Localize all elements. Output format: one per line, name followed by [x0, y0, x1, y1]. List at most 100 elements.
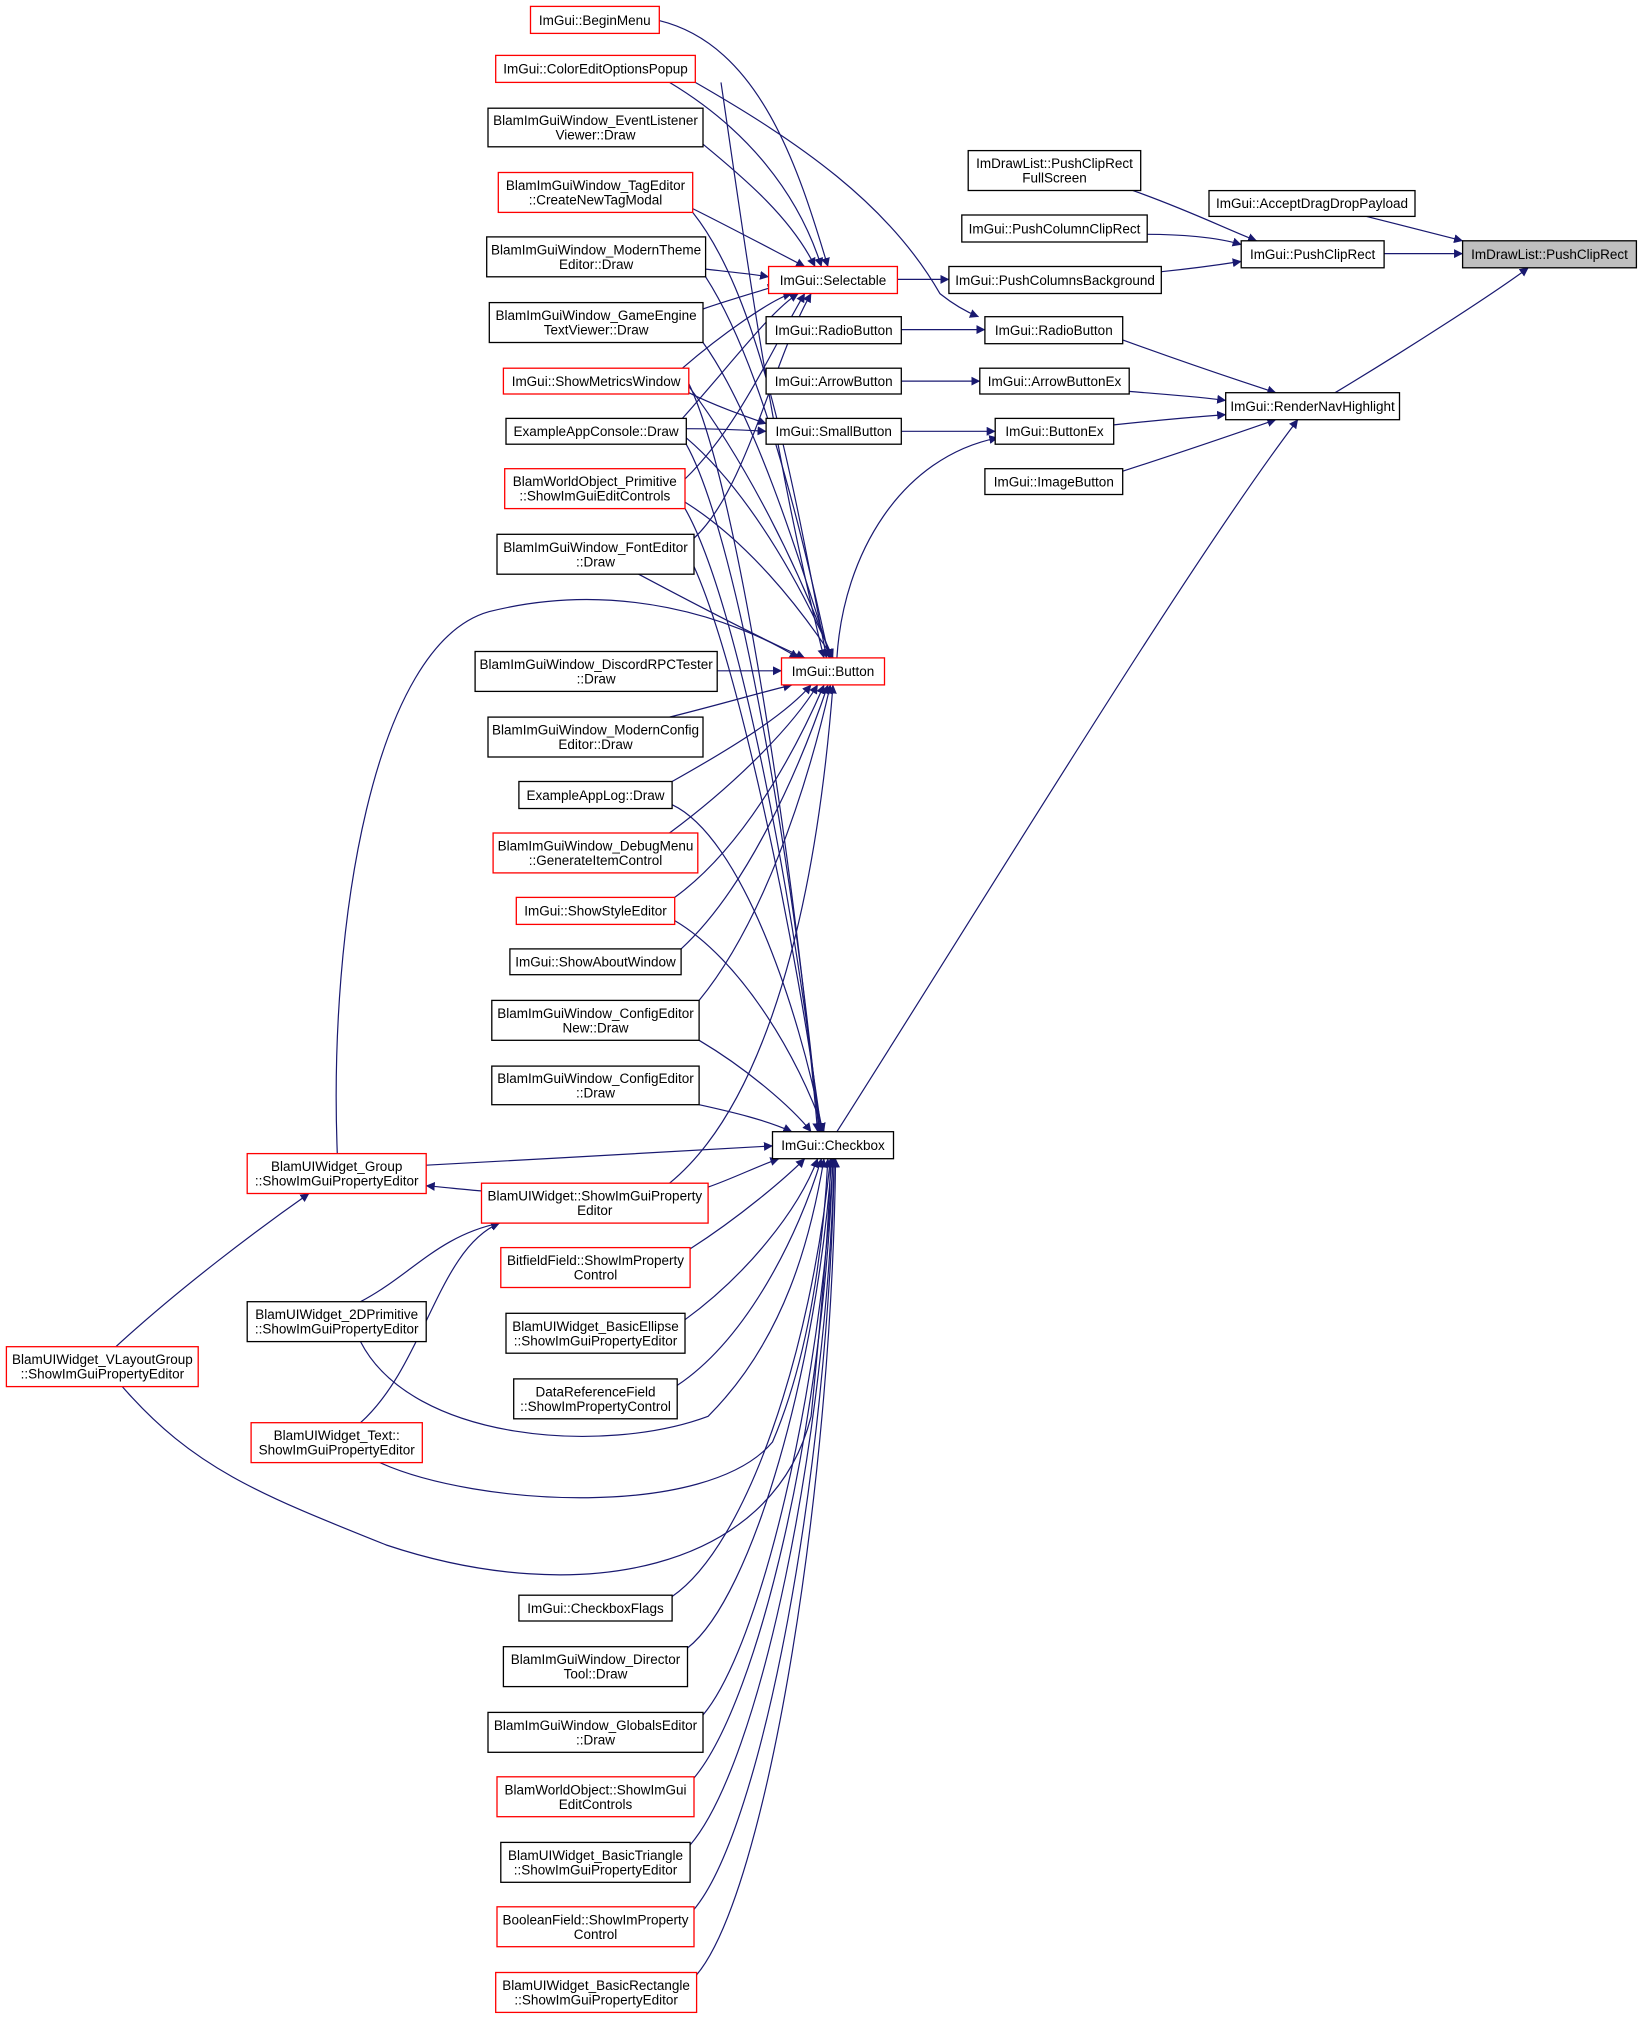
- node-box: [1225, 392, 1401, 421]
- node-box: [474, 650, 718, 693]
- edge-checkbox-to-renderhighlight: [836, 419, 1299, 1133]
- node-tageditor[interactable]: BlamImGuiWindow_TagEditor::CreateNewTagM…: [497, 171, 694, 214]
- node-label: ImGui::RadioButton: [995, 323, 1113, 338]
- node-label: ImGui::PushColumnClipRect: [969, 221, 1141, 236]
- node-label: BlamImGuiWindow_GlobalsEditor: [494, 1718, 698, 1733]
- edge-appconsole-to-checkbox: [685, 443, 823, 1133]
- edge-basictriangle-to-checkbox: [689, 1158, 839, 1846]
- edge-renderhighlight-to-pushcliprect_target: [1334, 267, 1529, 394]
- node-checkbox[interactable]: ImGui::Checkbox: [771, 1131, 895, 1160]
- node-arrowbutton[interactable]: ImGui::ArrowButton: [765, 367, 902, 395]
- node-box: [984, 468, 1124, 496]
- node-box: [495, 54, 696, 84]
- node-radiobutton1[interactable]: ImGui::RadioButton: [765, 316, 902, 345]
- node-aboutwindow[interactable]: ImGui::ShowAboutWindow: [509, 948, 682, 976]
- node-label: BlamWorldObject_Primitive: [513, 474, 677, 489]
- node-box: [250, 1422, 423, 1464]
- node-label: ImGui::AcceptDragDropPayload: [1216, 196, 1408, 211]
- node-label: ::ShowImGuiPropertyEditor: [514, 1862, 678, 1877]
- node-label: ImGui::Button: [792, 664, 875, 679]
- node-label: ImGui::PushClipRect: [1250, 247, 1376, 262]
- node-widgetgroup[interactable]: BlamUIWidget_Group::ShowImGuiPropertyEdi…: [246, 1152, 427, 1195]
- node-acceptdragdrop[interactable]: ImGui::AcceptDragDropPayload: [1208, 189, 1416, 218]
- edge-imagebutton-to-renderhighlight: [1122, 418, 1277, 472]
- node-debugmenu[interactable]: BlamImGuiWindow_DebugMenu::GenerateItemC…: [492, 832, 699, 874]
- node-label: ImGui::ArrowButtonEx: [988, 374, 1122, 389]
- node-bitfield[interactable]: BitfieldField::ShowImPropertyControl: [500, 1246, 691, 1289]
- node-radiobutton2[interactable]: ImGui::RadioButton: [984, 316, 1124, 345]
- node-label: Editor: [577, 1203, 613, 1218]
- node-imagebutton[interactable]: ImGui::ImageButton: [984, 468, 1124, 496]
- node-label: ImGui::ArrowButton: [775, 374, 893, 389]
- node-checkboxflags[interactable]: ImGui::CheckboxFlags: [518, 1594, 673, 1622]
- node-renderhighlight[interactable]: ImGui::RenderNavHighlight: [1225, 392, 1401, 421]
- edge-widgettext-to-checkbox: [379, 1158, 832, 1499]
- node-eventlistener[interactable]: BlamImGuiWindow_EventListenerViewer::Dra…: [487, 107, 704, 148]
- node-widget2d[interactable]: BlamUIWidget_2DPrimitive::ShowImGuiPrope…: [246, 1301, 427, 1343]
- node-label: Control: [574, 1268, 618, 1283]
- node-label: ImGui::RadioButton: [775, 323, 893, 338]
- node-gameengine[interactable]: BlamImGuiWindow_GameEngineTextViewer::Dr…: [488, 301, 704, 344]
- edge-coloredit-to-radiobutton2: [695, 81, 979, 318]
- node-basicrectangle[interactable]: BlamUIWidget_BasicRectangle::ShowImGuiPr…: [495, 1971, 698, 2014]
- node-appconsole[interactable]: ExampleAppConsole::Draw: [505, 417, 687, 445]
- node-label: BlamImGuiWindow_DebugMenu: [498, 839, 694, 854]
- node-discordrpc[interactable]: BlamImGuiWindow_DiscordRPCTester::Draw: [474, 650, 718, 693]
- node-booleanfield[interactable]: BooleanField::ShowImPropertyControl: [496, 1906, 695, 1948]
- node-label: ImGui::CheckboxFlags: [527, 1601, 664, 1616]
- edge-appconsole-to-button: [685, 437, 834, 659]
- node-pushcolumnclip[interactable]: ImGui::PushColumnClipRect: [961, 214, 1148, 243]
- node-worldobject[interactable]: BlamWorldObject::ShowImGuiEditControls: [496, 1776, 695, 1818]
- node-beginmenu[interactable]: ImGui::BeginMenu: [529, 5, 660, 35]
- edge-widgetproperty-to-checkbox: [707, 1157, 780, 1188]
- node-vlayout[interactable]: BlamUIWidget_VLayoutGroup::ShowImGuiProp…: [5, 1346, 199, 1388]
- node-label: ShowImGuiPropertyEditor: [259, 1443, 416, 1458]
- node-arrowbuttonex[interactable]: ImGui::ArrowButtonEx: [979, 367, 1130, 395]
- node-fonteditor[interactable]: BlamImGuiWindow_FontEditor::Draw: [496, 533, 695, 575]
- node-label: ImGui::ShowStyleEditor: [524, 904, 667, 919]
- node-button[interactable]: ImGui::Button: [780, 657, 886, 686]
- edge-widgetgroup-to-checkbox: [426, 1141, 773, 1166]
- node-label: Tool::Draw: [564, 1667, 628, 1682]
- edge-widget2d-to-checkbox: [359, 1158, 828, 1437]
- node-applog[interactable]: ExampleAppLog::Draw: [518, 780, 673, 810]
- node-label: ::ShowImGuiEditControls: [519, 489, 670, 504]
- node-basicellipse[interactable]: BlamUIWidget_BasicEllipse::ShowImGuiProp…: [505, 1312, 686, 1354]
- node-label: Editor::Draw: [558, 737, 633, 752]
- edge-configeditornew-to-checkbox: [698, 1039, 812, 1133]
- node-box: [1208, 189, 1416, 218]
- edge-widgettext-to-widgetproperty: [360, 1222, 501, 1424]
- node-worldprimitive[interactable]: BlamWorldObject_Primitive::ShowImGuiEdit…: [504, 468, 686, 510]
- node-coloredit[interactable]: ImGui::ColorEditOptionsPopup: [495, 54, 696, 84]
- node-box: [504, 468, 686, 510]
- node-box: [515, 896, 676, 926]
- node-pushcolumnsbg[interactable]: ImGui::PushColumnsBackground: [948, 265, 1162, 295]
- node-styleeditor[interactable]: ImGui::ShowStyleEditor: [515, 896, 676, 926]
- node-label: BlamUIWidget_Text::: [274, 1428, 400, 1443]
- node-box: [1461, 240, 1638, 269]
- edge-arrowbuttonex-to-renderhighlight: [1129, 390, 1227, 404]
- node-widgetproperty[interactable]: BlamUIWidget::ShowImGuiPropertyEditor: [480, 1182, 709, 1224]
- node-selectable[interactable]: ImGui::Selectable: [767, 265, 899, 295]
- node-label: BlamUIWidget::ShowImGuiProperty: [488, 1189, 703, 1204]
- node-basictriangle[interactable]: BlamUIWidget_BasicTriangle::ShowImGuiPro…: [500, 1841, 691, 1883]
- edge-vlayout-to-widgetgroup: [115, 1193, 310, 1348]
- node-globalseditor[interactable]: BlamImGuiWindow_GlobalsEditor::Draw: [487, 1711, 704, 1753]
- node-datareference[interactable]: DataReferenceField::ShowImPropertyContro…: [513, 1378, 678, 1420]
- node-buttonex[interactable]: ImGui::ButtonEx: [994, 417, 1115, 445]
- node-label: BlamWorldObject::ShowImGui: [504, 1782, 686, 1797]
- node-pushcliprect_target[interactable]: ImDrawList::PushClipRect: [1461, 240, 1638, 269]
- node-label: BooleanField::ShowImProperty: [502, 1912, 688, 1927]
- node-label: Viewer::Draw: [555, 128, 635, 143]
- node-box: [502, 1646, 689, 1688]
- node-widgettext[interactable]: BlamUIWidget_Text::ShowImGuiPropertyEdit…: [250, 1422, 423, 1464]
- node-pushcliprect[interactable]: ImGui::PushClipRect: [1240, 240, 1385, 269]
- node-smallbutton[interactable]: ImGui::SmallButton: [765, 417, 902, 445]
- node-configeditor[interactable]: BlamImGuiWindow_ConfigEditor::Draw: [491, 1065, 700, 1106]
- node-showmetrics[interactable]: ImGui::ShowMetricsWindow: [502, 367, 690, 395]
